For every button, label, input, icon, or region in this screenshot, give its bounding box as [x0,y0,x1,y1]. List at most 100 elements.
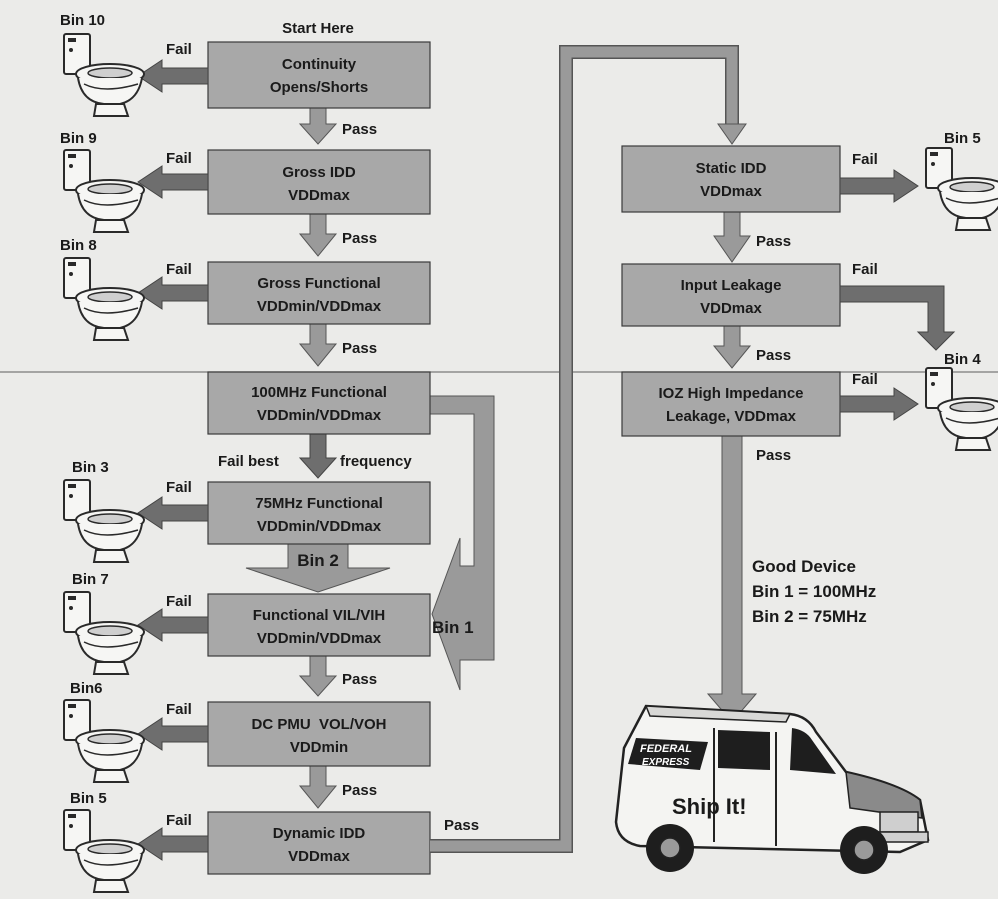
dc-pmu-box: DC PMU VOL/VOH VDDmin [208,702,430,766]
fail-label: Fail [166,261,192,278]
fail-best-label: Fail best [218,453,279,470]
fail-label: Fail [852,151,878,168]
toilet-icon [64,592,144,674]
pass-label: Pass [342,340,377,357]
static-idd-line1: Static IDD [696,160,767,177]
gross-idd-line2: VDDmax [288,187,350,204]
van-brand-bottom: EXPRESS [642,757,690,768]
start-label: Start Here [282,20,354,37]
gross-idd-line1: Gross IDD [282,164,356,181]
pass-arrow [300,214,336,256]
fail-arrow [138,718,208,750]
functional-75-line2: VDDmin/VDDmax [257,518,382,535]
pass-label: Pass [342,230,377,247]
fail-label: Fail [852,261,878,278]
functional-vil-line2: VDDmin/VDDmax [257,630,382,647]
toilet-icon [64,150,144,232]
fail-arrow [138,609,208,641]
fail-label: Fail [166,41,192,58]
fail-label: Fail [166,593,192,610]
fail-label: Fail [166,150,192,167]
pass-arrow [300,108,336,144]
fail-label: Fail [166,701,192,718]
pass-label: Pass [342,121,377,138]
input-leakage-box: Input Leakage VDDmax [622,264,840,326]
pass-arrow [300,324,336,366]
toilet-icon [64,34,144,116]
fail-arrow [138,277,208,309]
functional-vil-box: Functional VIL/VIH VDDmin/VDDmax [208,594,430,656]
frequency-label: frequency [340,453,412,470]
ioz-box: IOZ High Impedance Leakage, VDDmax [622,372,840,436]
continuity-line1: Continuity [282,56,357,73]
functional-vil-line1: Functional VIL/VIH [253,607,386,624]
fail-arrow [138,166,208,198]
gross-functional-line2: VDDmin/VDDmax [257,298,382,315]
functional-100-line1: 100MHz Functional [251,384,387,401]
bin8-label: Bin 8 [60,237,97,254]
bin5-right-label: Bin 5 [944,130,981,147]
ioz-line2: Leakage, VDDmax [666,408,797,425]
bin5-left-label: Bin 5 [70,790,107,807]
van-brand-top: FEDERAL [640,743,692,755]
bin2-label: Bin 2 [297,551,339,570]
toilet-icon [64,480,144,562]
good-device-bin1: Bin 1 = 100MHz [752,582,876,601]
functional-100-box: 100MHz Functional VDDmin/VDDmax [208,372,430,434]
gross-functional-box: Gross Functional VDDmin/VDDmax [208,262,430,324]
fail-label: Fail [166,812,192,829]
toilet-icon [64,810,144,892]
bin1-loop-arrow [428,396,494,690]
bin10-label: Bin 10 [60,12,105,29]
good-device-bin2: Bin 2 = 75MHz [752,607,867,626]
bin3-label: Bin 3 [72,459,109,476]
bin7-label: Bin 7 [72,571,109,588]
pass-label: Pass [444,817,479,834]
van-slogan: Ship It! [672,794,747,819]
static-idd-line2: VDDmax [700,183,762,200]
static-idd-box: Static IDD VDDmax [622,146,840,212]
pass-label: Pass [756,233,791,250]
toilet-icon [64,700,144,782]
bin4-label: Bin 4 [944,351,981,368]
toilet-icon [926,368,998,450]
continuity-line2: Opens/Shorts [270,79,368,96]
toilet-icon [64,258,144,340]
input-leakage-line1: Input Leakage [681,277,782,294]
dc-pmu-line1: DC PMU VOL/VOH [251,716,386,733]
toilet-icon [926,148,998,230]
fail-arrow [840,286,954,350]
pass-label: Pass [342,782,377,799]
input-leakage-line2: VDDmax [700,300,762,317]
fail-label: Fail [852,371,878,388]
fail-arrow [138,60,208,92]
dc-pmu-line2: VDDmin [290,739,348,756]
functional-75-box: 75MHz Functional VDDmin/VDDmax [208,482,430,544]
bin9-label: Bin 9 [60,130,97,147]
delivery-van-image: FEDERAL EXPRESS Ship It! [616,706,928,874]
fail-label: Fail [166,479,192,496]
bin6-label: Bin6 [70,680,103,697]
good-device-title: Good Device [752,557,856,576]
pass-arrow [714,212,750,262]
fail-arrow [138,828,208,860]
fail-arrow [840,388,918,420]
pass-label: Pass [756,447,791,464]
bin1-label: Bin 1 [432,618,474,637]
functional-100-line2: VDDmin/VDDmax [257,407,382,424]
gross-functional-line1: Gross Functional [257,275,380,292]
functional-75-line1: 75MHz Functional [255,495,383,512]
ship-arrow [708,436,756,722]
continuity-box: Continuity Opens/Shorts [208,42,430,108]
dynamic-idd-line1: Dynamic IDD [273,825,366,842]
fail-arrow [138,497,208,529]
gross-idd-box: Gross IDD VDDmax [208,150,430,214]
pass-label: Pass [342,671,377,688]
dynamic-idd-box: Dynamic IDD VDDmax [208,812,430,874]
pass-arrow [300,766,336,808]
dynamic-idd-line2: VDDmax [288,848,350,865]
fail-best-arrow [300,434,336,478]
pass-arrow [714,326,750,368]
ioz-line1: IOZ High Impedance [658,385,803,402]
